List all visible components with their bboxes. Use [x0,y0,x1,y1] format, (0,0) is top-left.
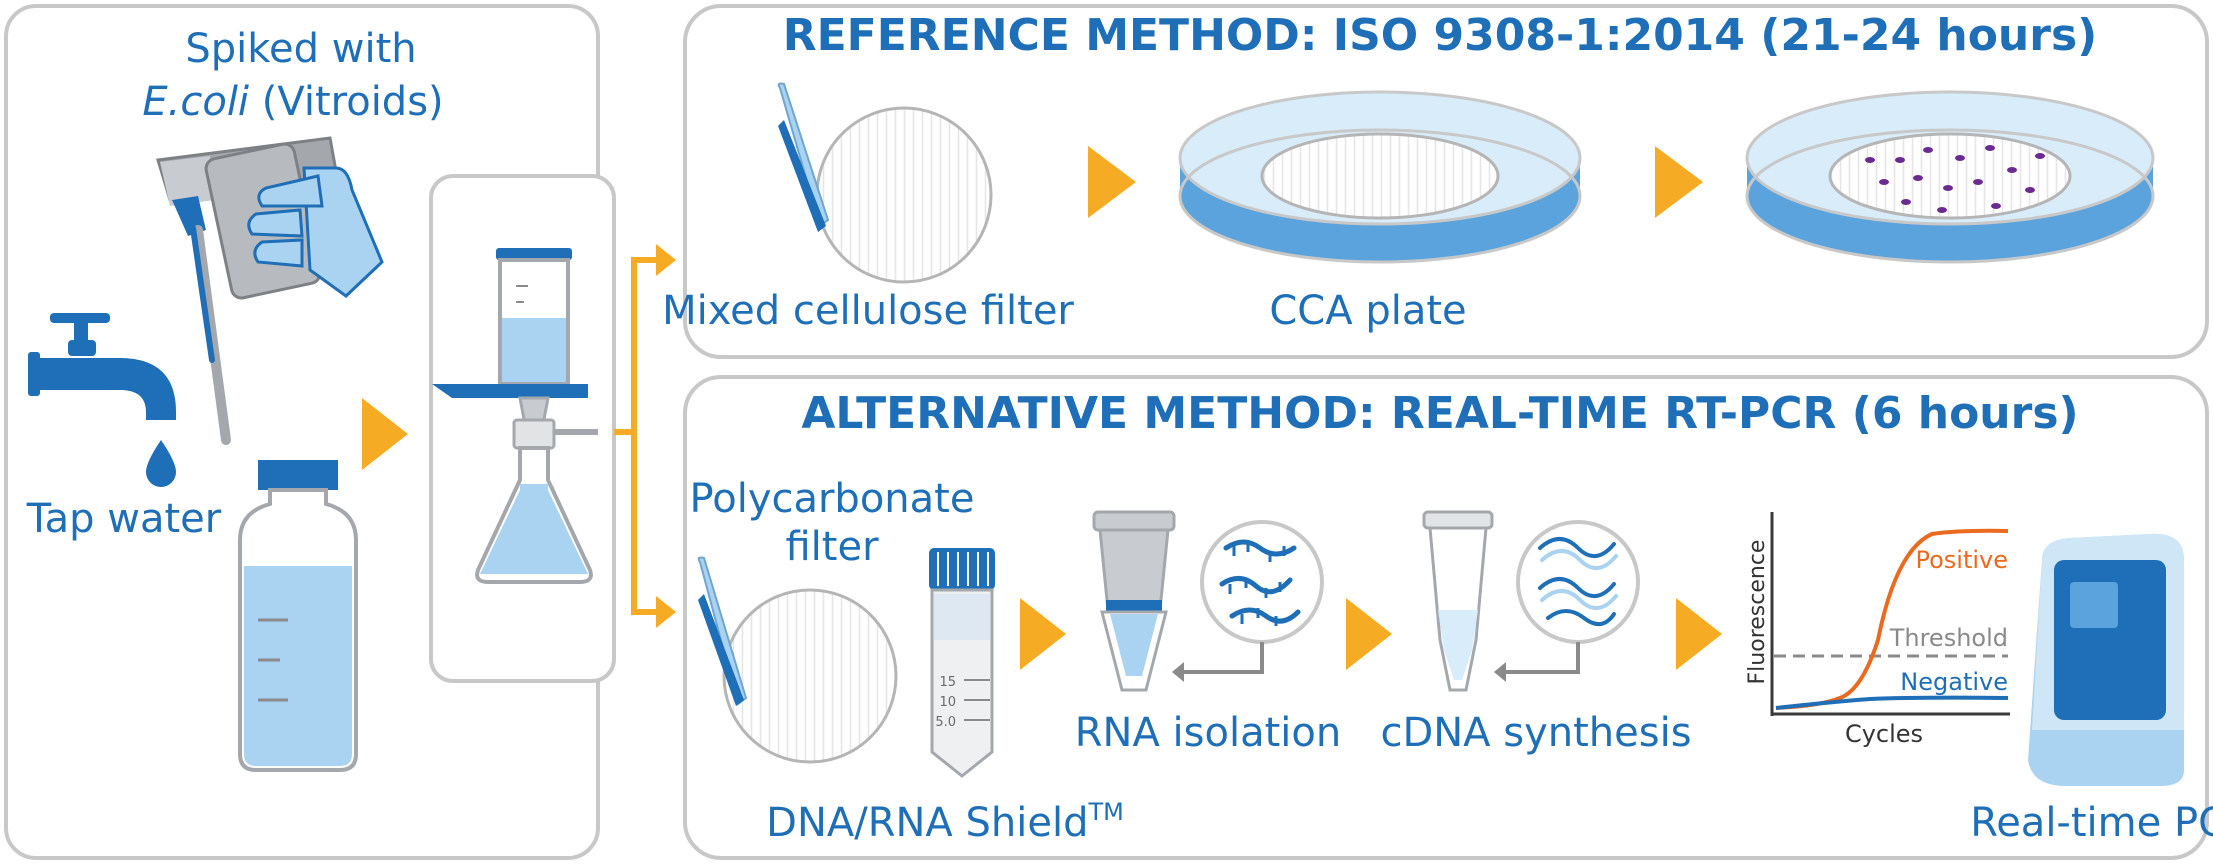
cdna-magnifier-icon [1516,520,1640,644]
pcr-machine-icon [2028,533,2184,786]
tube-mark: 10 [939,695,956,710]
return-arrow [1500,642,1580,674]
cdna-synthesis-label: cDNA synthesis [1380,710,1691,756]
rna-magnifier-icon [1200,520,1324,644]
arrow-icon [1676,598,1722,670]
threshold-label: Threshold [1889,624,2008,652]
polycarbonate-label: Polycarbonate [690,476,975,522]
chart-ylabel: Fluorescence [1745,540,1770,685]
tube-mark: 5.0 [935,715,956,730]
arrow-icon [1346,598,1392,670]
chart-xlabel: Cycles [1845,720,1923,748]
branch-connector [614,244,676,628]
vacuum-filtration-icon [432,248,598,584]
cca-plate-label: CCA plate [1269,288,1466,334]
filter-icon [697,556,898,764]
shield-tube-icon: 15 10 5.0 [929,548,995,778]
rna-isolation-label: RNA isolation [1075,710,1341,756]
negative-curve [1775,695,2009,710]
negative-label: Negative [1900,668,2008,696]
real-time-pcr-label: Real-time PCR [1970,800,2213,846]
tube-mark: 15 [939,675,956,690]
colonies [1865,145,2045,213]
positive-label: Positive [1915,546,2008,574]
return-arrow [1178,642,1264,674]
sample-bottle-icon [238,460,358,772]
spiked-label: Spiked with [185,26,416,72]
reference-title: REFERENCE METHOD: ISO 9308-1:2014 (21-24… [783,10,2098,61]
dna-rna-shield-label: DNA/RNA ShieldTM [766,798,1124,846]
return-arrowhead [1494,662,1506,682]
faucet-icon [28,313,176,420]
pcr-amplification-chart: Fluorescence Cycles Positive Threshold N… [1745,512,2010,748]
arrow-icon [362,398,408,470]
arrow-icon [1020,598,1066,670]
arrow-icon [1655,146,1703,218]
arrow-icon [1088,146,1136,218]
tap-water-label: Tap water [26,496,222,542]
ecoli-label: E.coli (Vitroids) [142,79,443,125]
microtube-icon [1422,510,1494,692]
polycarbonate-filter-label: filter [785,524,879,570]
mixed-cellulose-filter-label: Mixed cellulose filter [662,288,1074,334]
return-arrowhead [1172,662,1184,682]
spin-column-icon [1092,510,1176,692]
agar-plate-icon [1178,90,1582,264]
glove-icon [247,166,384,298]
alternative-title: ALTERNATIVE METHOD: REAL-TIME RT-PCR (6 … [801,388,2078,439]
filter-icon [777,82,993,284]
water-drop-icon [146,440,176,487]
colony-plate-icon [1745,90,2155,264]
